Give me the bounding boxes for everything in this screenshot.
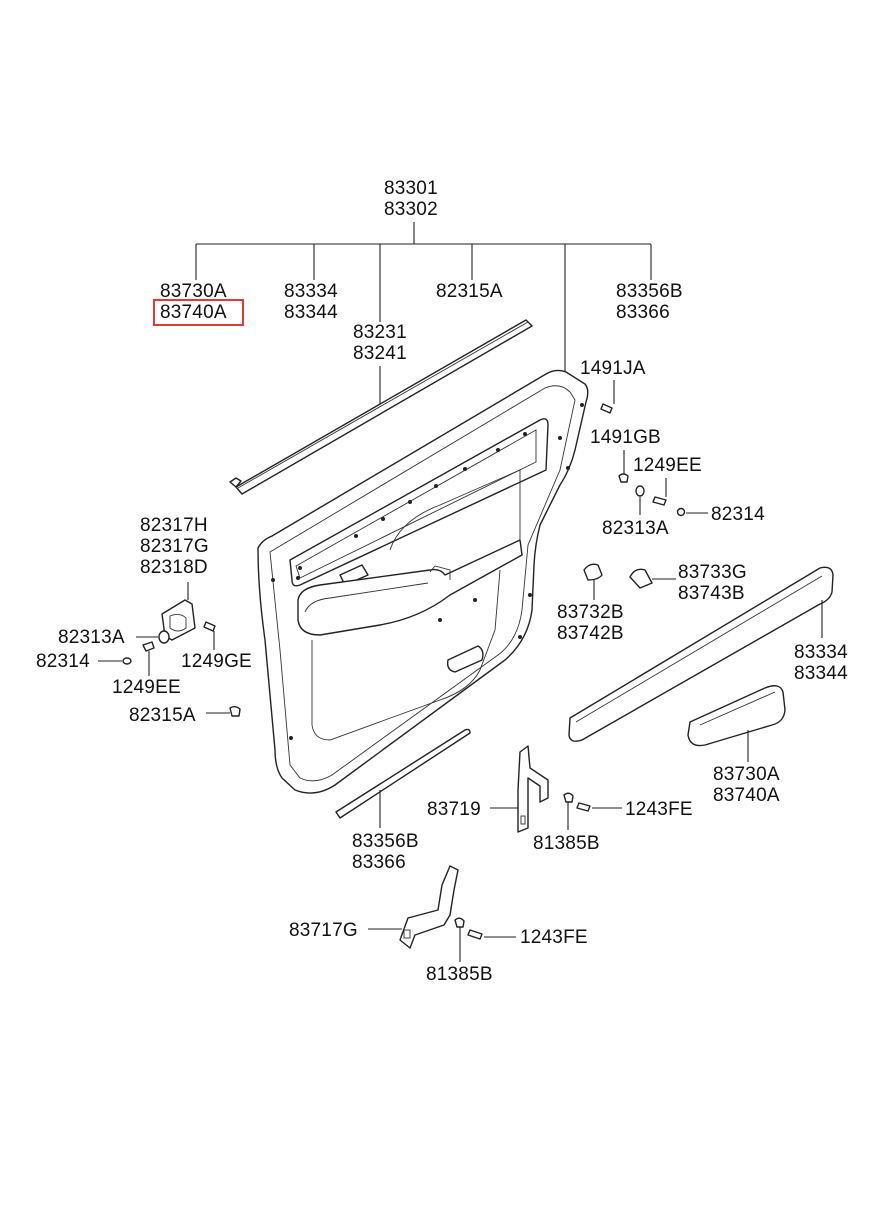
label-screw-1243fe-mid: 1243FE <box>625 799 693 820</box>
label-molding-top: 83334 83344 <box>284 281 338 323</box>
bracket-83719-assembly <box>490 745 622 833</box>
door-trim-panel-part <box>257 369 589 794</box>
side-molding-part <box>568 566 834 742</box>
label-strip-top-right: 83356B 83366 <box>616 281 683 323</box>
label-cap-top: 82315A <box>436 281 503 302</box>
label-holder-83733g: 83733G 83743B <box>678 562 747 604</box>
inside-handle-assembly <box>98 582 241 717</box>
label-cap-82314-right: 82314 <box>711 504 765 525</box>
label-cap-82313a-right: 82313A <box>602 518 669 539</box>
label-clip-81385b-mid: 81385B <box>533 833 600 854</box>
label-garnish-top-left: 83730A 83740A <box>160 281 227 323</box>
label-screw-1243fe-bottom: 1243FE <box>520 927 588 948</box>
label-garnish-right: 83730A 83740A <box>713 764 780 806</box>
label-clip-1249ee-right: 1249EE <box>633 455 702 476</box>
label-screw-1249ee-left: 1249EE <box>112 677 181 698</box>
label-weatherstrip-top: 83231 83241 <box>353 322 407 364</box>
label-cap-82313a-left: 82313A <box>58 627 125 648</box>
label-screw-1491ja: 1491JA <box>580 358 646 379</box>
armrest-garnish-part <box>687 685 786 762</box>
belt-weatherstrip-part <box>229 319 533 495</box>
bracket-83717g-assembly <box>368 865 516 962</box>
label-screw-1249ge: 1249GE <box>181 651 252 672</box>
label-molding-right: 83334 83344 <box>794 642 848 684</box>
highlighted-part-box <box>153 299 244 326</box>
label-clip-81385b-bottom: 81385B <box>426 964 493 985</box>
label-cap-82315a-left: 82315A <box>129 705 196 726</box>
label-bracket-83717g: 83717G <box>289 920 358 941</box>
label-cap-82314-left: 82314 <box>36 651 90 672</box>
right-fasteners <box>583 380 708 600</box>
label-top-assembly: 83301 83302 <box>384 178 438 220</box>
label-bracket-83719: 83719 <box>427 799 481 820</box>
label-strip-bottom: 83356B 83366 <box>352 831 419 873</box>
label-handle-82317h: 82317H 82317G 82318D <box>140 515 209 578</box>
label-holder-83732b: 83732B 83742B <box>557 602 624 644</box>
lower-strip-part <box>335 728 471 828</box>
label-screw-1491gb: 1491GB <box>590 427 661 448</box>
assembly-tree-leaders <box>195 222 652 405</box>
